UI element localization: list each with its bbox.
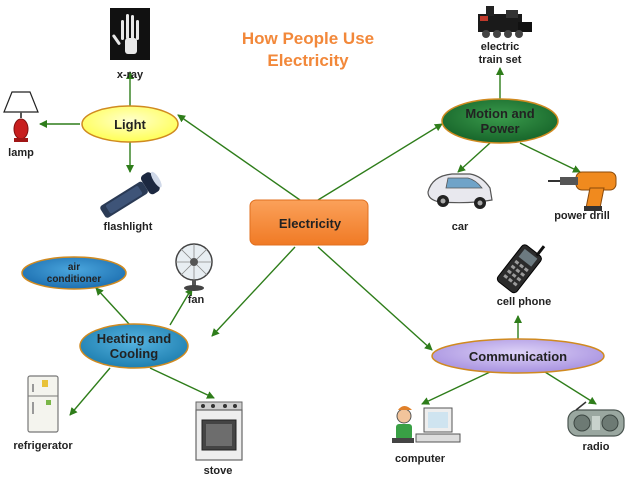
communication-label: Communication: [469, 349, 567, 364]
fan-label: fan: [188, 294, 205, 306]
motion-label-line2: Power: [480, 121, 519, 136]
fan-icon: [175, 243, 213, 291]
light-node: Light: [81, 105, 179, 143]
heating-cooling-node: Heating and Cooling: [79, 323, 189, 369]
arrow-motion-car: [457, 142, 491, 173]
electricity-node: Electricity: [249, 199, 369, 246]
arrow-motion-drill: [519, 142, 581, 173]
electricity-label: Electricity: [279, 216, 342, 231]
stove-label: stove: [204, 465, 233, 477]
air-conditioner-label-line1: air: [68, 262, 80, 273]
computer-label: computer: [395, 453, 446, 465]
car-label: car: [452, 221, 469, 233]
arrow-electricity-motion: [317, 123, 443, 201]
radio-label: radio: [583, 441, 610, 453]
car-icon: [427, 173, 493, 209]
arrow-electricity-light: [177, 114, 301, 201]
arrow-communication-computer: [421, 371, 491, 405]
arrow-electricity-communication: [317, 246, 433, 351]
flashlight-icon: [100, 171, 162, 218]
arrow-communication-radio: [544, 371, 597, 405]
diagram-title-line2: Electricity: [267, 51, 349, 70]
refrigerator-label: refrigerator: [13, 440, 73, 452]
radio-icon: [567, 401, 625, 437]
cell-phone-label: cell phone: [497, 296, 551, 308]
cell-phone-icon: [496, 244, 546, 294]
arrow-heating-fan: [169, 287, 193, 326]
heating-label-line2: Cooling: [110, 346, 158, 361]
arrow-electricity-heating: [211, 246, 296, 337]
hand-xray-icon: [110, 8, 150, 60]
connector-arrows: [39, 67, 597, 416]
motion-power-node: Motion and Power: [441, 98, 559, 144]
refrigerator-icon: [27, 375, 59, 433]
flashlight-label: flashlight: [104, 221, 153, 233]
train-label-line2: train set: [479, 54, 522, 66]
train-label-line1: electric: [481, 41, 520, 53]
lamp-label: lamp: [8, 147, 34, 159]
air-conditioner-label-line2: conditioner: [47, 274, 102, 285]
motion-label-line1: Motion and: [465, 106, 534, 121]
drill-label: power drill: [554, 210, 610, 222]
lamp-icon: [3, 91, 39, 142]
air-conditioner-node: air conditioner: [21, 256, 127, 290]
heating-label-line1: Heating and: [97, 331, 171, 346]
drill-icon: [548, 171, 617, 211]
train-icon: [478, 6, 532, 38]
light-label: Light: [114, 117, 146, 132]
arrow-heating-stove: [149, 367, 215, 399]
diagram-title-line1: How People Use: [242, 29, 374, 48]
computer-user-icon: [392, 406, 461, 443]
xray-label: x-ray: [117, 69, 144, 81]
arrow-heating-refrigerator: [69, 367, 111, 416]
stove-icon: [195, 401, 243, 461]
communication-node: Communication: [431, 338, 605, 374]
arrow-heating-aircon: [95, 287, 131, 326]
